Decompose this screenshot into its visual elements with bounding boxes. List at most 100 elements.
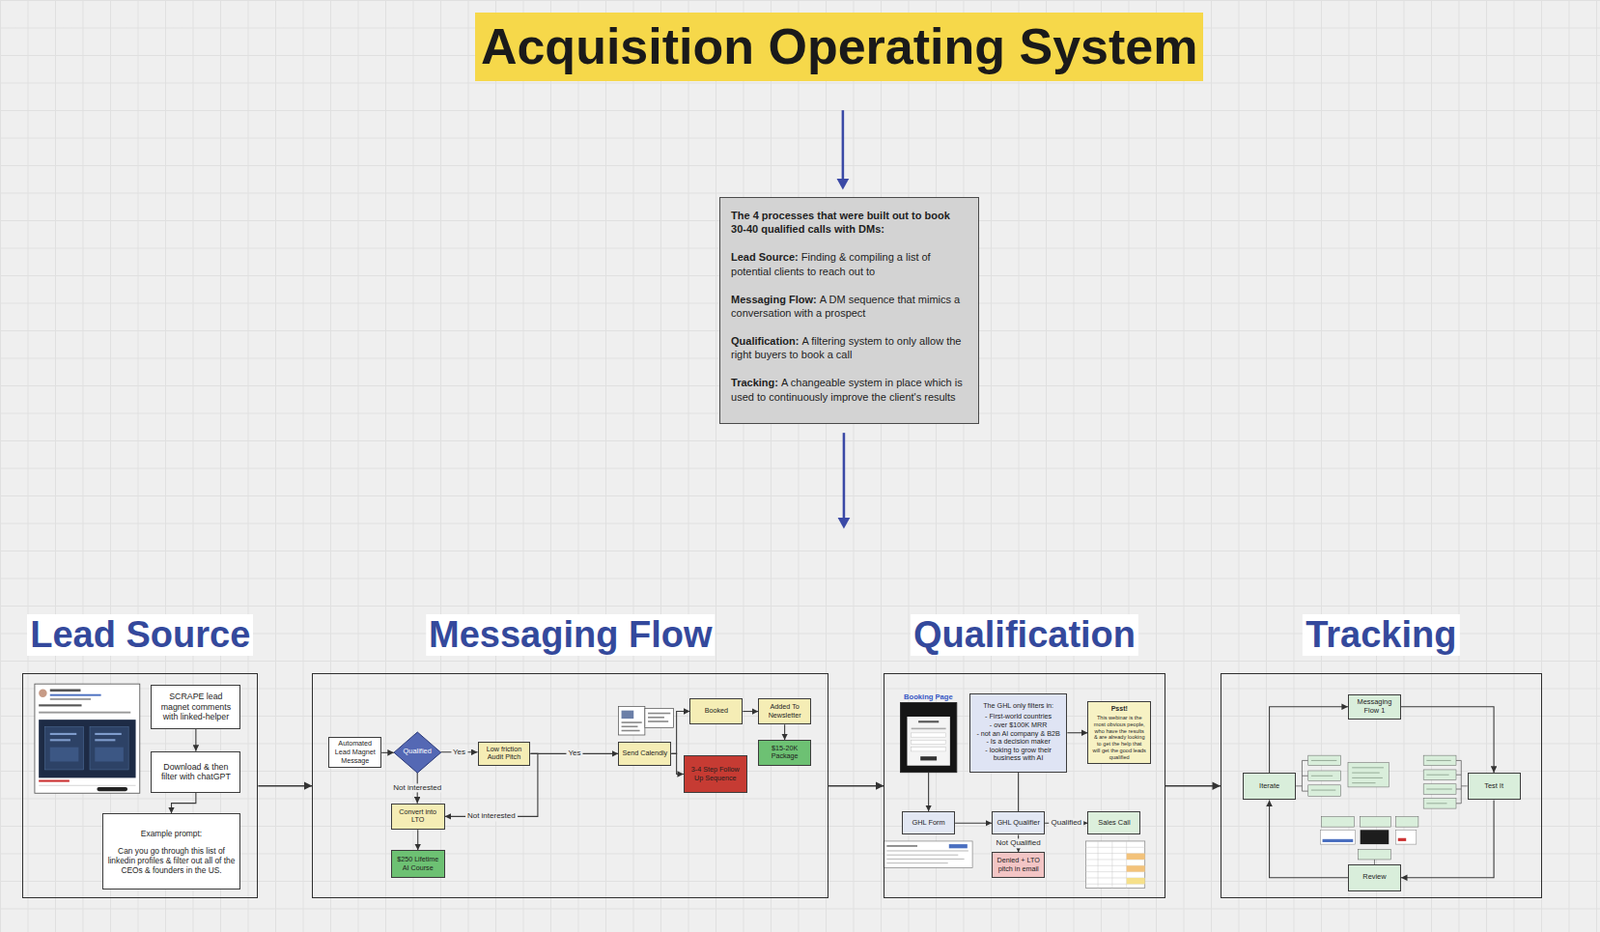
box-label: Qualified bbox=[397, 747, 438, 757]
linkedin-screenshot bbox=[50, 694, 102, 697]
box-label: - over $100K MRR bbox=[973, 721, 1064, 730]
form-screenshot bbox=[886, 862, 948, 864]
process-box: Convert into LTO bbox=[391, 803, 446, 830]
process-box: Booked bbox=[689, 698, 743, 725]
calendly-screenshot bbox=[645, 708, 674, 729]
connector bbox=[1269, 799, 1348, 877]
prompt-box: Example prompt:Can you go through this l… bbox=[102, 813, 242, 890]
connector bbox=[417, 772, 419, 804]
form-screenshot bbox=[886, 849, 969, 851]
booking-page-screenshot bbox=[906, 716, 950, 766]
connector bbox=[1269, 706, 1348, 773]
connector bbox=[954, 822, 992, 824]
linkedin-screenshot bbox=[34, 683, 141, 793]
box-label: - looking to grow their business with AI bbox=[973, 746, 1064, 763]
decision-diamond: Qualified bbox=[393, 731, 442, 773]
box-label: This webinar is the most obvious people,… bbox=[1092, 714, 1147, 760]
box-label: Low friction Audit Pitch bbox=[481, 745, 528, 762]
tracking-detail bbox=[1319, 829, 1355, 844]
summary-heading: The 4 processes that were built out to b… bbox=[730, 209, 951, 236]
process-box: Automated Lead Magnet Message bbox=[328, 736, 382, 768]
edge-label: Not Qualified bbox=[994, 839, 1043, 848]
box-label: Send Calendly bbox=[621, 749, 668, 758]
box-label: Sales Call bbox=[1091, 818, 1137, 828]
linkedin-screenshot bbox=[44, 727, 84, 770]
spreadsheet-screenshot bbox=[1126, 865, 1146, 871]
process-box: Denied + LTO pitch in email bbox=[991, 851, 1045, 877]
section-heading: Messaging Flow bbox=[425, 614, 715, 657]
linkedin-screenshot bbox=[38, 703, 82, 706]
box-label: Denied + LTO pitch in email bbox=[995, 856, 1041, 873]
booking-page-screenshot bbox=[920, 756, 937, 760]
linkedin-screenshot bbox=[50, 688, 82, 692]
box-label: GHL Form bbox=[905, 818, 952, 828]
process-box: Messaging Flow 1 bbox=[1347, 694, 1402, 720]
flow-arrow bbox=[842, 432, 846, 519]
calendly-screenshot bbox=[647, 720, 669, 723]
connector bbox=[1165, 785, 1221, 786]
calendly-screenshot bbox=[621, 710, 635, 719]
section-heading: Lead Source bbox=[27, 614, 253, 657]
connector bbox=[671, 753, 684, 774]
process-box: Review bbox=[1347, 864, 1402, 891]
box-label: Added To Newsletter bbox=[761, 702, 808, 720]
box-label: 3-4 Step Follow Up Sequence bbox=[687, 765, 744, 783]
flow-arrow bbox=[837, 178, 850, 191]
connector bbox=[1401, 799, 1494, 877]
connector bbox=[742, 710, 758, 712]
summary-paragraph: Messaging Flow:A DM sequence that mimics… bbox=[730, 292, 968, 321]
box-label: SCRAPE lead magnet comments with linked-… bbox=[154, 691, 237, 723]
tracking-detail bbox=[1322, 839, 1354, 843]
box-label: $250 Lifetime AI Course bbox=[394, 855, 442, 872]
tracking-detail bbox=[1426, 759, 1452, 803]
booking-page-screenshot bbox=[911, 732, 947, 737]
summary-heading: Qualification: bbox=[730, 335, 799, 347]
diamond-outline bbox=[393, 731, 442, 773]
process-box: Sales Call bbox=[1087, 811, 1141, 835]
calendly-screenshot bbox=[617, 705, 645, 735]
connector bbox=[441, 751, 478, 753]
calendly-screenshot bbox=[621, 729, 641, 732]
connector bbox=[257, 785, 312, 786]
offer-box: $15-20K Package bbox=[757, 739, 812, 765]
linkedin-screenshot bbox=[38, 780, 70, 783]
connector bbox=[195, 729, 197, 752]
tracking-detail bbox=[1398, 838, 1406, 842]
spreadsheet-screenshot bbox=[1126, 853, 1146, 860]
box-label: Iterate bbox=[1246, 782, 1292, 791]
connector bbox=[530, 753, 618, 755]
box-label: - First-world countries bbox=[973, 712, 1064, 722]
form-screenshot bbox=[883, 841, 973, 868]
linkedin-screenshot bbox=[38, 711, 131, 714]
section-panel: Messaging FlowAutomated Lead Magnet Mess… bbox=[311, 673, 829, 898]
summary-heading: Messaging Flow: bbox=[730, 293, 817, 306]
summary-heading: Lead Source: bbox=[730, 251, 799, 263]
connector bbox=[1066, 731, 1088, 733]
tracking-detail bbox=[1456, 759, 1468, 803]
box-label: Booked bbox=[693, 706, 739, 716]
connector bbox=[784, 724, 786, 740]
booking-page-screenshot bbox=[918, 720, 939, 723]
box-label: GHL Qualifier bbox=[995, 818, 1041, 828]
linkedin-screenshot bbox=[50, 732, 77, 735]
spreadsheet-screenshot bbox=[1085, 841, 1145, 889]
form-screenshot bbox=[886, 844, 918, 847]
process-box: Download & then filter with chatGPT bbox=[150, 751, 241, 793]
form-screenshot bbox=[886, 858, 964, 860]
box-label: Automated Lead Magnet Message bbox=[332, 739, 378, 765]
box-label: - Is a decision maker bbox=[973, 737, 1064, 747]
section-heading: Tracking bbox=[1302, 614, 1460, 657]
box-label: $15-20K Package bbox=[761, 744, 808, 761]
spreadsheet-screenshot bbox=[1085, 841, 1145, 889]
calendly-screenshot bbox=[647, 716, 665, 719]
form-screenshot bbox=[883, 841, 973, 868]
booking-page-screenshot bbox=[911, 739, 947, 744]
linkedin-screenshot bbox=[94, 738, 115, 741]
form-screenshot bbox=[886, 854, 958, 856]
connector bbox=[828, 785, 884, 786]
linkedin-screenshot bbox=[96, 786, 128, 791]
calendly-screenshot bbox=[621, 725, 639, 728]
section-heading: Qualification bbox=[910, 614, 1139, 657]
booking-page-screenshot bbox=[899, 701, 957, 773]
tracking-detail bbox=[1396, 829, 1417, 844]
